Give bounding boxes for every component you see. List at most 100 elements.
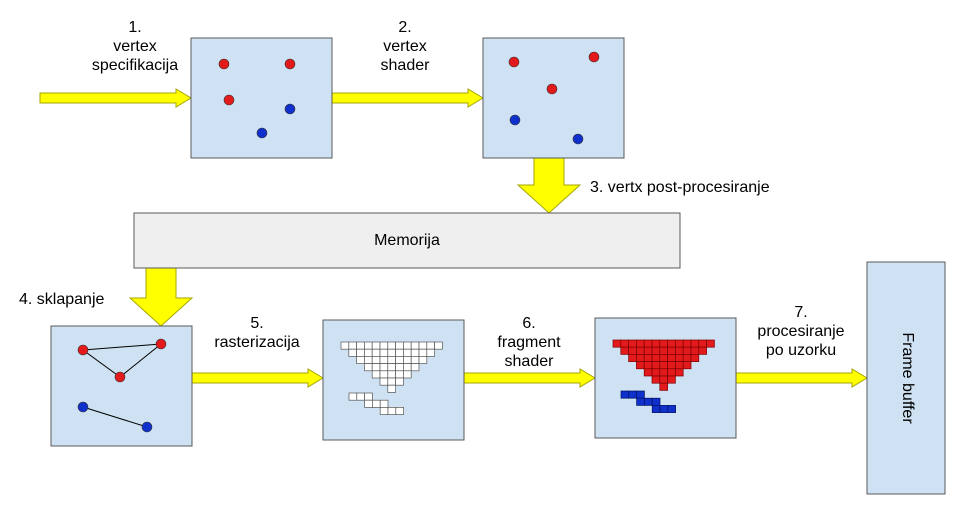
step-1-label: 1. vertex specifikacija [70,18,200,75]
fragment-cell [682,346,692,355]
fragment-cell [675,368,684,377]
fragment-cell [682,361,692,370]
fragment-cell [410,356,420,364]
fragment-cell [628,390,637,399]
vertex-red [546,83,558,95]
fragment-cell [620,346,629,355]
arrow-per-sample [735,368,868,388]
fragment-cell [690,346,700,355]
fragment-cell [371,370,381,379]
fragment-cell [628,346,637,355]
fragment-cell [675,346,684,355]
vertex-red [77,344,89,356]
fragment-cell [403,363,412,372]
fragment-cell [643,339,653,348]
fragment-cell [395,407,404,415]
fragment-cell [636,339,645,348]
step-5-line-1: rasterizacija [214,334,300,351]
fragment-cell [434,341,443,350]
step-2-number: 2. [398,19,412,36]
fragment-cell [651,405,661,413]
step-7-line-1: procesiranje [757,323,845,340]
raster-fragments [340,341,443,415]
fragment-cell [372,399,381,408]
memory-label: Memorija [374,232,440,249]
step-3-label: 3. vertx post-procesiranje [590,179,770,196]
step-6-number: 6. [522,315,536,332]
fragment-cell [706,339,715,348]
fragment-cell [371,356,381,364]
fragment-cell [364,363,373,372]
fragment-cell [379,356,389,364]
fragment-cell [371,363,381,372]
fragment-cell [651,339,661,348]
step-4-label: 4. sklapanje [19,291,105,308]
fragment-cell [651,397,661,406]
fragment-cell [395,348,404,357]
fragment-cell [418,356,428,364]
fragment-cell [364,348,373,357]
step-6-line-2: shader [504,353,554,370]
vertex-red [223,94,235,106]
arrow-vertex-specification [39,88,192,108]
vertex-blue [572,133,584,145]
fragment-cell [636,397,645,406]
vertex-blue [141,421,153,433]
fragment-cell [356,356,365,364]
step-1-number: 1. [128,19,142,36]
fragment-cell [690,339,700,348]
fragment-cell [651,368,661,377]
fragment-cell [410,363,420,372]
arrow-post-processing [516,157,582,214]
fragment-cell [620,390,630,399]
fragment-cell [348,392,358,401]
shaded-fragments [612,339,715,413]
fragment-cell [387,348,396,357]
fragment-cell [698,339,707,348]
fragment-cell [403,356,412,364]
fragment-cell [387,356,396,364]
fragment-cell [628,339,637,348]
step-7-label: 7. procesiranje po uzorku [736,303,866,360]
fragment-cell [659,361,668,370]
fragment-cell [356,348,365,357]
fragment-cell [667,405,676,413]
fragment-cell [379,399,389,408]
fragment-cell [644,397,653,406]
fragment-cell [675,339,684,348]
step-7-number: 7. [794,304,808,321]
fragment-cell [628,354,637,362]
fragment-cell [682,339,692,348]
fragment-cell [667,375,676,384]
fragment-cell [395,341,404,350]
fragment-cell [371,348,381,357]
step-5-number: 5. [250,315,264,332]
fragment-cell [675,361,684,370]
fragment-cell [364,356,373,364]
fragment-cell [426,348,435,357]
assembly-box [50,325,193,447]
fragment-cell [682,354,692,362]
fragment-cell [395,370,404,379]
fragment-cell [340,341,350,350]
fragment-cell [636,346,645,355]
fragment-cell [620,339,629,348]
fragment-cell [395,363,404,372]
fragment-cell [379,341,389,350]
fragment-cell [403,348,412,357]
fragment-cell [410,341,420,350]
step-6-label: 6. fragment shader [470,314,588,371]
step-1-line-1: vertex [113,38,157,55]
fragment-cell [395,377,404,386]
step-2-line-1: vertex [383,38,427,55]
vertex-shader-points [508,51,600,145]
fragment-cell [698,346,707,355]
fragment-cell [387,377,396,386]
fragment-cell [651,354,661,362]
arrow-fragment-shader [463,368,596,388]
fragment-cell [667,368,676,377]
fragment-cell [636,390,645,399]
fragment-cell [675,354,684,362]
vertex-red [284,58,296,70]
